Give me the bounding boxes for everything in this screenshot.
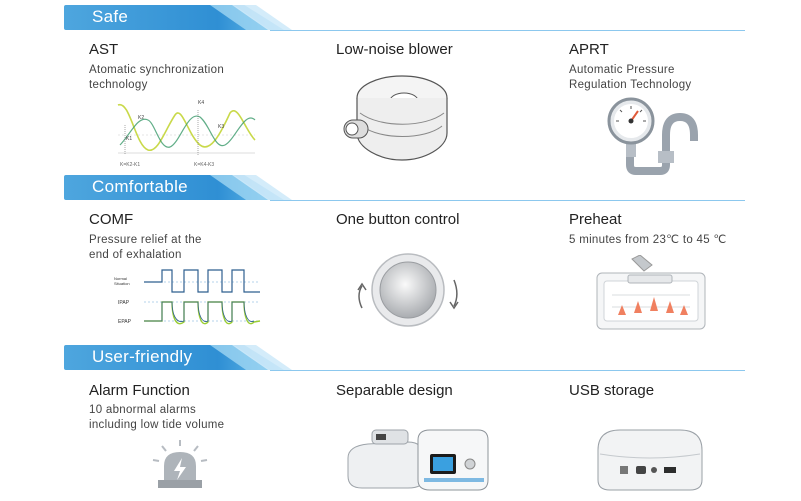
feature-title-one-button: One button control bbox=[336, 211, 460, 228]
control-knob-icon bbox=[357, 253, 459, 327]
comf-label-ipap: IPAP bbox=[118, 300, 130, 306]
ast-label-k2: K2 bbox=[138, 115, 144, 121]
section-banner-safe: Safe bbox=[0, 5, 801, 33]
blower-image bbox=[343, 75, 448, 161]
ast-label-k3: K3 bbox=[218, 124, 224, 130]
section-label: Safe bbox=[92, 7, 129, 26]
feature-desc-ast: Atomatic synchronization technology bbox=[89, 64, 225, 91]
pressure-gauge-icon bbox=[607, 97, 698, 175]
section-banner-comfortable: Comfortable bbox=[0, 175, 801, 203]
ast-caption-1: K=K2-K1 bbox=[120, 162, 140, 168]
feature-title-aprt: APRT bbox=[569, 41, 609, 58]
feature-title-blower: Low-noise blower bbox=[336, 41, 453, 58]
feature-desc-alarm: 10 abnormal alarms including low tide vo… bbox=[89, 404, 225, 431]
comf-label-epap: EPAP bbox=[118, 319, 132, 325]
section-label: Comfortable bbox=[92, 177, 188, 196]
feature-desc-aprt: Automatic Pressure Regulation Technology bbox=[569, 64, 692, 91]
comf-label-normal: Normal bbox=[114, 276, 127, 281]
separable-device-image bbox=[347, 429, 489, 491]
feature-title-ast: AST bbox=[89, 41, 119, 58]
ast-waveform-chart: K2 K1 K4 K3 K=K2-K1 K=K4-K3 bbox=[117, 100, 256, 168]
comf-label-situation: Situation bbox=[114, 281, 130, 286]
alarm-light-icon bbox=[152, 440, 208, 488]
humidifier-image bbox=[596, 255, 706, 330]
feature-title-usb: USB storage bbox=[569, 382, 655, 399]
usb-device-image bbox=[597, 429, 703, 491]
ast-label-k4: K4 bbox=[198, 100, 204, 106]
feature-desc-comf: Pressure relief at the end of exhalation bbox=[89, 234, 202, 261]
feature-desc-preheat: 5 minutes from 23℃ to 45 ℃ bbox=[569, 234, 727, 246]
ast-caption-2: K=K4-K3 bbox=[194, 162, 214, 168]
feature-title-comf: COMF bbox=[89, 211, 134, 228]
section-label: User-friendly bbox=[92, 347, 193, 366]
ast-label-k1: K1 bbox=[126, 136, 132, 142]
comf-waveform-chart: Normal Situation IPAP EPAP bbox=[114, 269, 261, 325]
section-banner-user-friendly: User-friendly bbox=[0, 345, 801, 373]
feature-title-alarm: Alarm Function bbox=[89, 382, 190, 399]
feature-title-preheat: Preheat bbox=[569, 211, 622, 228]
feature-title-separable: Separable design bbox=[336, 382, 453, 399]
